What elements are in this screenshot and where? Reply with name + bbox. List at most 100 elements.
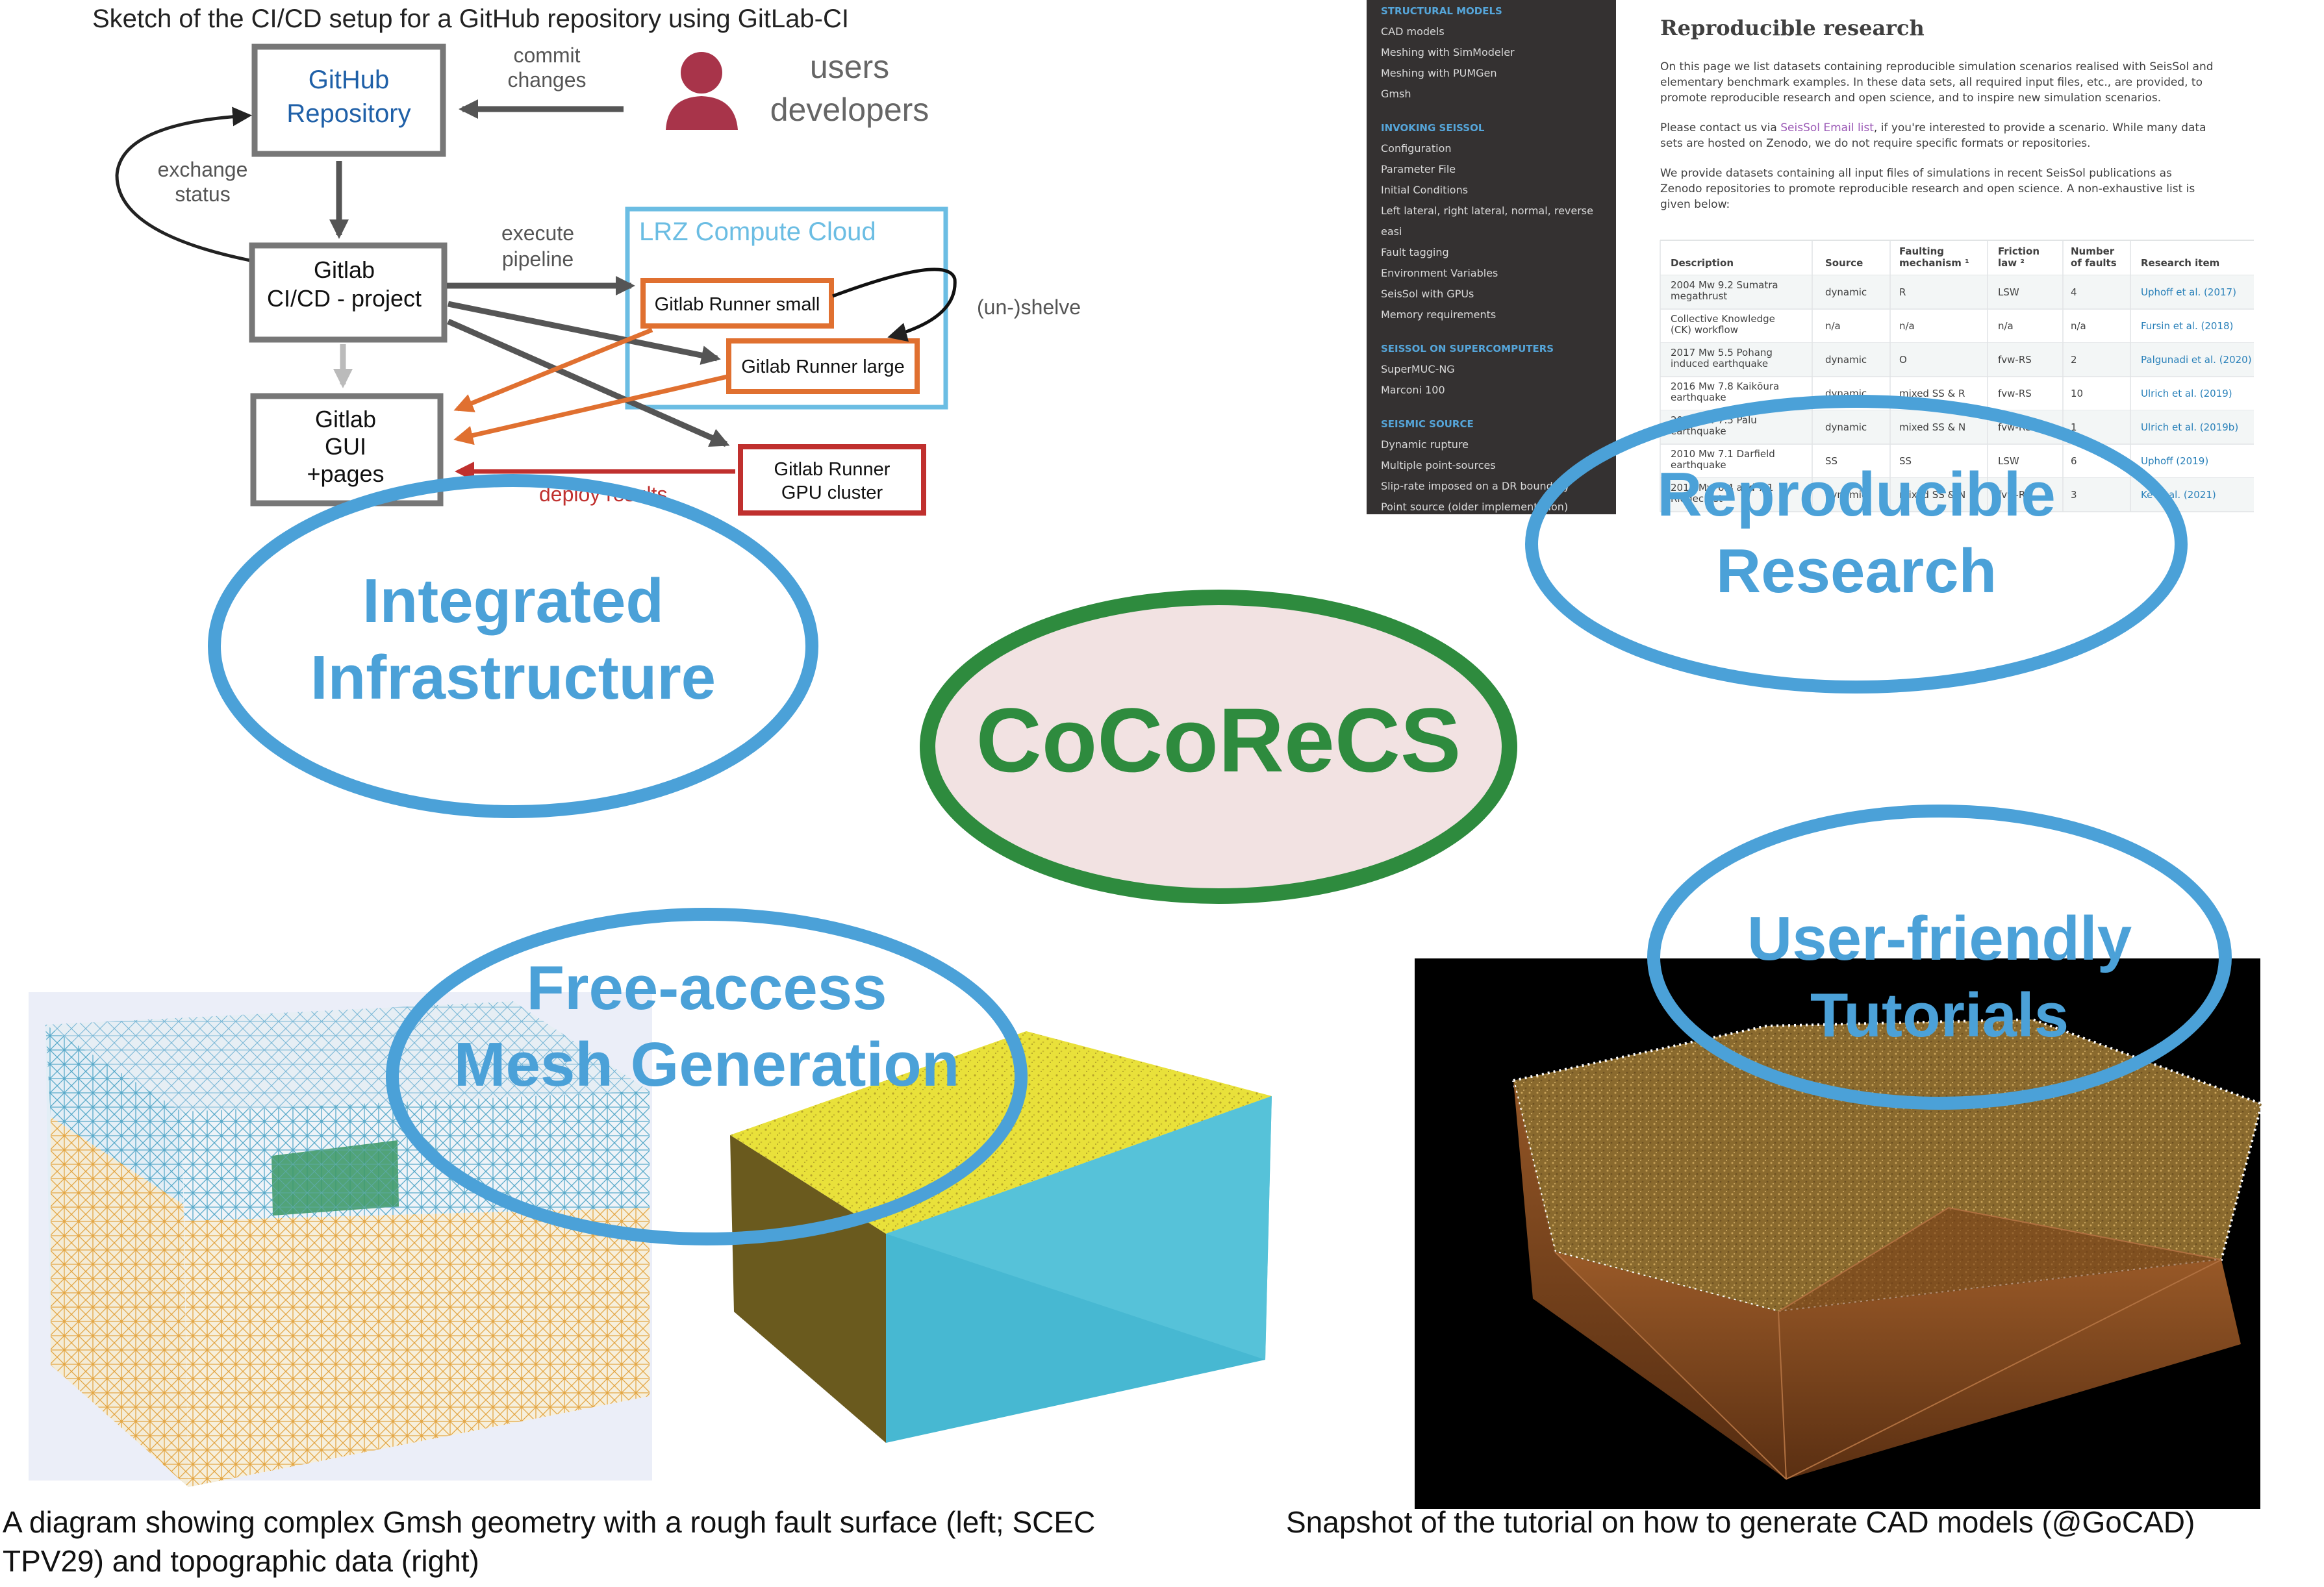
integrated-infrastructure-ellipse: [208, 474, 818, 818]
sidebar-heading: INVOKING SEISSOL: [1381, 122, 1485, 134]
table-cell: earthquake: [1671, 392, 1726, 403]
table-header: Description: [1671, 257, 1734, 269]
text-line: developers: [770, 92, 929, 128]
table-cell: SS: [1825, 455, 1838, 467]
text-line: commit: [513, 44, 580, 67]
github-repository-box: [251, 44, 446, 157]
table-header: Number: [2071, 245, 2115, 257]
lrz-cloud-label: LRZ Compute Cloud: [639, 218, 876, 246]
text-line: A diagram showing complex Gmsh geometry …: [3, 1505, 1095, 1539]
sidebar-link[interactable]: Initial Conditions: [1381, 184, 1468, 196]
cad-front-face: [1555, 1252, 2241, 1479]
sidebar-link[interactable]: Environment Variables: [1381, 267, 1498, 279]
table-cell: 2017 Mw 5.5 Pohang: [1671, 347, 1773, 358]
docs-title: Reproducible research: [1660, 16, 1925, 40]
table-cell: fvw-RS: [1998, 489, 2032, 501]
research-item-link[interactable]: Ulrich et al. (2019): [2141, 388, 2232, 399]
table-cell: LSW: [1998, 286, 2019, 298]
text-line: TPV29) and topographic data (right): [3, 1544, 479, 1578]
email-list-link[interactable]: SeisSol Email list: [1780, 121, 1874, 134]
sidebar-link[interactable]: Fault tagging: [1381, 246, 1449, 258]
tutorial-caption: Snapshot of the tutorial on how to gener…: [1286, 1505, 2195, 1539]
sidebar-link[interactable]: Multiple point-sources: [1381, 459, 1496, 471]
text-line: Gitlab: [315, 406, 376, 432]
table-cell: 2: [2071, 354, 2077, 366]
runner-large-to-gui-arrow: [453, 374, 728, 445]
sidebar-link[interactable]: Memory requirements: [1381, 308, 1496, 321]
table-cell: 4: [2071, 286, 2077, 298]
sidebar-link[interactable]: Point source (older implementation): [1381, 501, 1568, 513]
research-item-link[interactable]: Uphoff (2019): [2141, 455, 2208, 467]
table-row-stripe: [1660, 343, 2254, 377]
text-line: users: [810, 49, 889, 85]
table-cell: dynamic: [1825, 286, 1867, 298]
text-line: Reproducible: [1657, 460, 2055, 529]
table-cell: n/a: [1825, 320, 1841, 332]
text-line: Mesh Generation: [454, 1030, 960, 1099]
runner-large-label: Gitlab Runner large: [741, 356, 904, 377]
sidebar-link[interactable]: Meshing with SimModeler: [1381, 46, 1515, 58]
sidebar-link[interactable]: Meshing with PUMGen: [1381, 67, 1497, 79]
text-line: pipeline: [502, 247, 574, 271]
sidebar-link[interactable]: Marconi 100: [1381, 384, 1445, 396]
table-header: Source: [1825, 257, 1863, 269]
text-line: GPU cluster: [781, 482, 883, 503]
sidebar-link[interactable]: CAD models: [1381, 25, 1445, 38]
table-row-stripe: [1660, 275, 2254, 309]
text-line: CI/CD - project: [267, 285, 422, 312]
execute-arrow-gpu: [447, 318, 730, 447]
users-developers-label: users developers: [770, 49, 929, 128]
docs-body-text: On this page we list datasets containing…: [1660, 60, 2214, 211]
cad-left-face: [1513, 1081, 1786, 1479]
research-item-link[interactable]: Palgunadi et al. (2020): [2141, 354, 2252, 366]
table-header: Faulting: [1899, 245, 1944, 257]
docs-paragraph-line: On this page we list datasets containing…: [1660, 60, 2214, 73]
docs-paragraph-line: elementary benchmark examples. In these …: [1660, 76, 2203, 89]
cocorecs-ellipse: [920, 590, 1517, 904]
text-line: Infrastructure: [310, 643, 716, 712]
sidebar-link[interactable]: Gmsh: [1381, 88, 1411, 100]
table-cell: earthquake: [1671, 459, 1726, 471]
sidebar-link[interactable]: Configuration: [1381, 142, 1452, 155]
sidebar-link[interactable]: Dynamic rupture: [1381, 438, 1469, 451]
sidebar-link[interactable]: SeisSol with GPUs: [1381, 288, 1474, 300]
research-item-link[interactable]: Uphoff et al. (2017): [2141, 286, 2236, 298]
docs-paragraph-line: We provide datasets containing all input…: [1660, 167, 2172, 180]
text-line: Research: [1716, 536, 1997, 606]
table-cell: fvw-RS: [1998, 354, 2032, 366]
table-cell: Collective Knowledge: [1671, 313, 1775, 325]
table-cell: megathrust: [1671, 290, 1727, 302]
mesh-generation-ellipse: [386, 908, 1028, 1245]
table-cell: mixed SS & R: [1899, 388, 1965, 399]
table-cell: fvw-RS: [1998, 388, 2032, 399]
table-cell: SS: [1899, 455, 1912, 467]
table-cell: 3: [2071, 489, 2077, 501]
cicd-sketch: Sketch of the CI/CD setup for a GitHub r…: [92, 5, 1081, 516]
research-item-link[interactable]: Fursin et al. (2018): [2141, 320, 2233, 332]
research-item-link[interactable]: Ulrich et al. (2019b): [2141, 421, 2238, 433]
table-cell: R: [1899, 286, 1906, 298]
runner-small-to-gui-arrow: [453, 327, 653, 412]
table-header: Friction: [1998, 245, 2040, 257]
sidebar-link[interactable]: easi: [1381, 225, 1402, 238]
text-line: Gitlab: [314, 256, 375, 283]
sidebar-link[interactable]: Left lateral, right lateral, normal, rev…: [1381, 205, 1593, 217]
runner-large-box: [726, 338, 920, 394]
table-cell: dynamic: [1825, 421, 1867, 433]
table-cell: 2004 Mw 9.2 Sumatra: [1671, 279, 1778, 291]
docs-paragraph-line: Zenodo repositories to promote reproduci…: [1660, 182, 2195, 195]
docs-paragraph-line: Please contact us via SeisSol Email list…: [1660, 121, 2206, 134]
sidebar-link[interactable]: Slip-rate imposed on a DR boundary: [1381, 480, 1570, 492]
sidebar-link[interactable]: SuperMUC-NG: [1381, 363, 1455, 375]
reproducible-research-ellipse: [1525, 395, 2188, 694]
text-line: Integrated: [362, 566, 664, 636]
sidebar-link[interactable]: Parameter File: [1381, 163, 1456, 175]
text-line: exchange: [158, 158, 248, 181]
table-cell: mixed SS & N: [1899, 489, 1965, 501]
